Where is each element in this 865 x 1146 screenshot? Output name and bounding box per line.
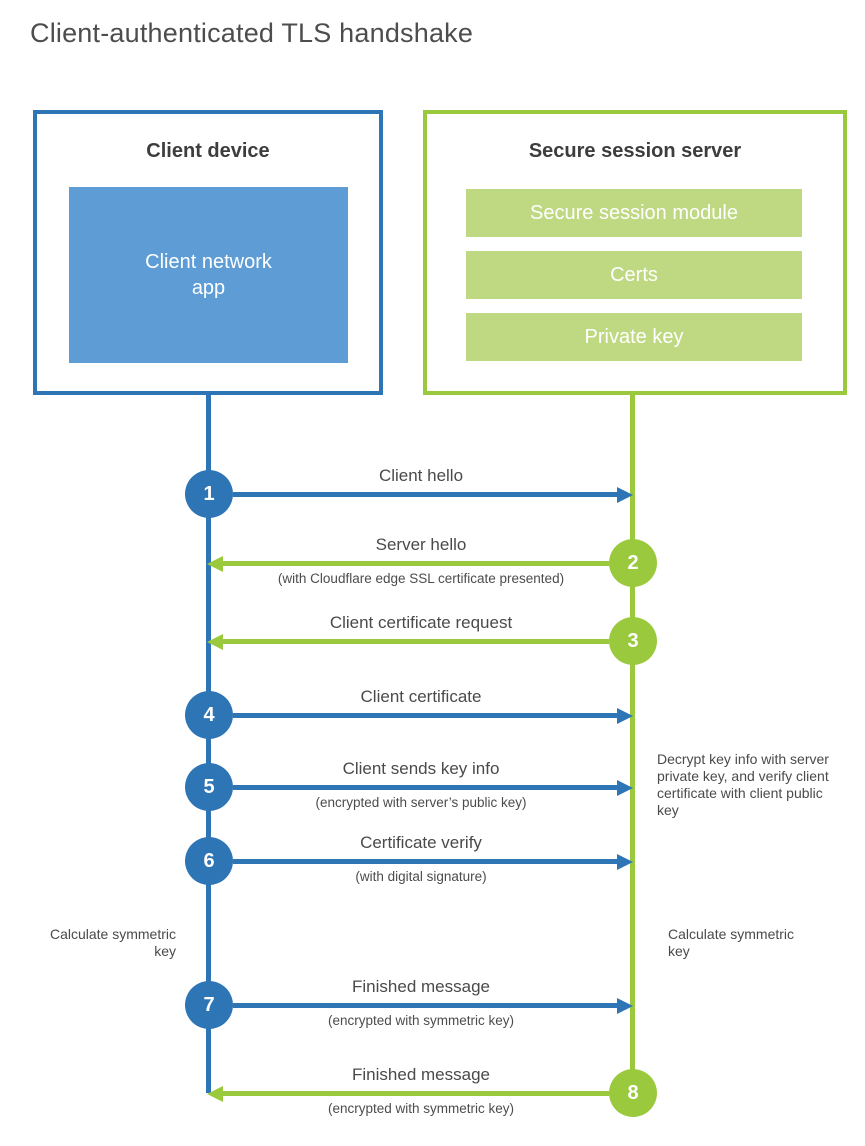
step-7-sublabel: (encrypted with symmetric key) [327, 1013, 515, 1028]
step-5-sublabel: (encrypted with server’s public key) [315, 795, 527, 810]
secure-session-server-box: Secure session server Secure session mod… [423, 110, 847, 395]
server-bar-private-key: Private key [466, 313, 802, 361]
step-5-label: Client sends key info [342, 759, 500, 778]
step-6-arrow [233, 853, 633, 870]
step-2-badge: 2 [609, 539, 657, 587]
server-bar-private-key-label: Private key [584, 325, 684, 348]
step-8-badge: 8 [609, 1069, 657, 1117]
step-1-arrow [233, 486, 633, 503]
step-2-label: Server hello [375, 535, 467, 554]
server-bar-secure-session-module-label: Secure session module [530, 201, 738, 224]
client-lifeline [206, 393, 211, 1093]
step-7-label: Finished message [352, 977, 490, 996]
step-5-badge: 5 [185, 763, 233, 811]
step-1-label: Client hello [378, 466, 464, 485]
note-calculate-symmetric-key-client: Calculate symmetric key [49, 926, 176, 960]
step-2-sublabel: (with Cloudflare edge SSL certificate pr… [277, 571, 565, 586]
step-3-label: Client certificate request [329, 613, 513, 632]
step-4-number: 4 [203, 703, 215, 726]
step-3-arrow [207, 633, 609, 650]
step-1-badge: 1 [185, 470, 233, 518]
server-bar-certs-label: Certs [610, 263, 658, 286]
step-4-arrow [233, 707, 633, 724]
step-2-arrow [207, 555, 609, 572]
note-decrypt-key-info: Decrypt key info with server private key… [657, 751, 829, 819]
step-6-sublabel: (with digital signature) [355, 869, 487, 884]
server-bar-certs: Certs [466, 251, 802, 299]
step-7-number: 7 [203, 993, 215, 1016]
step-8-number: 8 [627, 1081, 639, 1104]
page-title: Client-authenticated TLS handshake [30, 18, 474, 48]
note-calculate-symmetric-key-server: Calculate symmetric key [668, 926, 795, 960]
step-5-number: 5 [203, 775, 215, 798]
step-4-label: Client certificate [360, 687, 482, 706]
step-8-arrow [207, 1085, 609, 1102]
step-8-sublabel: (encrypted with symmetric key) [327, 1101, 515, 1116]
server-bar-secure-session-module: Secure session module [466, 189, 802, 237]
step-7-badge: 7 [185, 981, 233, 1029]
step-6-number: 6 [203, 849, 215, 872]
step-8-label: Finished message [352, 1065, 490, 1084]
step-3-badge: 3 [609, 617, 657, 665]
step-6-label: Certificate verify [360, 833, 482, 852]
server-lifeline [630, 393, 635, 1093]
step-3-number: 3 [627, 629, 639, 652]
client-network-app-label: Client network app [145, 251, 272, 299]
step-2-number: 2 [627, 551, 639, 574]
step-5-arrow [233, 779, 633, 796]
client-device-title: Client device [146, 140, 270, 162]
step-4-badge: 4 [185, 691, 233, 739]
secure-session-server-title: Secure session server [528, 140, 742, 162]
step-6-badge: 6 [185, 837, 233, 885]
client-network-app-box: Client network app [69, 187, 348, 363]
step-7-arrow [233, 997, 633, 1014]
client-device-box: Client device Client network app [33, 110, 383, 395]
step-1-number: 1 [203, 482, 215, 505]
